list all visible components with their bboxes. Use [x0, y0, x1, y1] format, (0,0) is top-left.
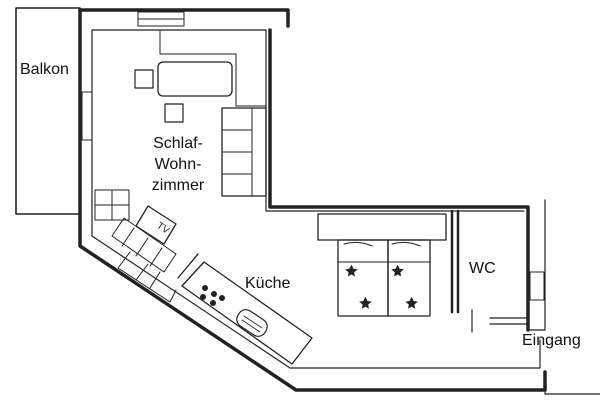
- tv-stand: [135, 205, 177, 245]
- label-living-line3: zimmer: [151, 177, 205, 194]
- label-balcony: Balkon: [20, 61, 69, 78]
- outer-wall: [78, 8, 547, 392]
- stool: [164, 103, 184, 123]
- left-inner-wall: [91, 29, 541, 369]
- wc-window: [529, 271, 545, 301]
- double-bed: [317, 213, 447, 317]
- label-living-room: Schlaf- Wohn- zimmer: [118, 133, 238, 196]
- kitchen-counter: [177, 253, 313, 365]
- top-wall: [78, 8, 290, 28]
- wc-wall: [450, 209, 460, 314]
- label-wc: WC: [469, 260, 496, 277]
- inner-wall-right: [268, 28, 530, 332]
- label-kitchen: Küche: [245, 275, 291, 292]
- kitchen-tiles: [111, 217, 177, 303]
- entrance-frame: [527, 199, 600, 395]
- tv-label: TV: [154, 220, 171, 236]
- bed: [157, 61, 233, 97]
- inner-wall-inner-line: [265, 29, 525, 212]
- balcony-area: [15, 7, 81, 215]
- balcony-door: [81, 91, 93, 141]
- label-entrance: Eingang: [522, 332, 581, 349]
- nightstand: [134, 69, 154, 89]
- bed-markers: [345, 264, 418, 309]
- label-living-line1: Schlaf-: [153, 135, 203, 152]
- stove: [200, 285, 225, 306]
- sink: [236, 309, 268, 337]
- label-living-line2: Wohn-: [154, 156, 202, 173]
